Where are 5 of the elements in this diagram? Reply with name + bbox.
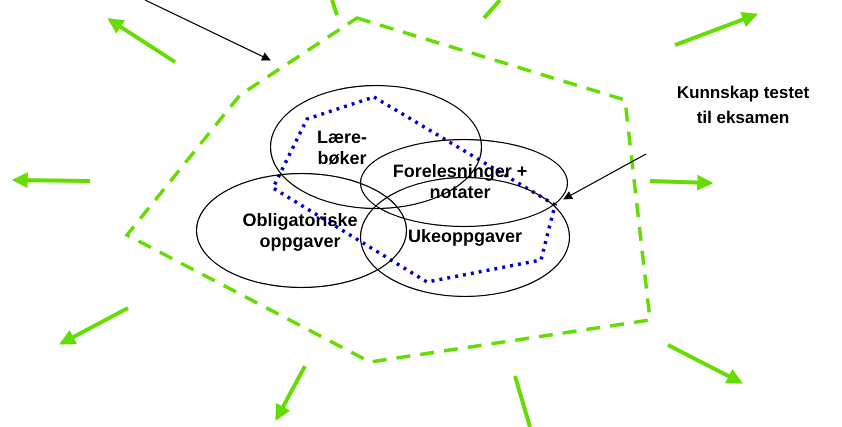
arrow bbox=[144, 0, 271, 61]
topic-label: Ukeoppgaver bbox=[406, 226, 524, 246]
arrow bbox=[563, 153, 646, 200]
callout-text: Kunnskap testet til eksamen bbox=[676, 82, 810, 129]
topic-label: Lære-bøker bbox=[316, 127, 368, 169]
